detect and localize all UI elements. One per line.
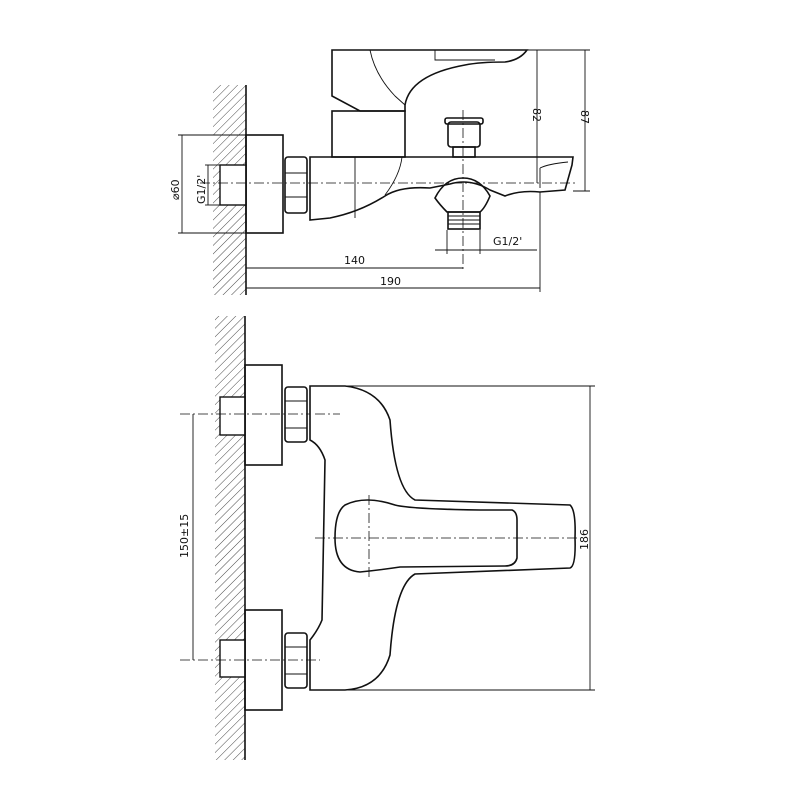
dim-82 bbox=[527, 49, 590, 183]
flange bbox=[245, 134, 284, 234]
faucet-body-top bbox=[309, 385, 576, 691]
top-view: 186 150±15 bbox=[178, 316, 595, 760]
hex-nut-upper bbox=[284, 386, 308, 443]
wall-recess-upper bbox=[219, 396, 246, 436]
mixer-cartridge bbox=[331, 49, 529, 158]
dim-186 bbox=[310, 385, 595, 691]
hose-outlet bbox=[434, 177, 491, 230]
inlet-spacing-label: 150±15 bbox=[178, 514, 191, 558]
diverter-knob bbox=[444, 117, 484, 158]
wall-hatch bbox=[215, 316, 245, 760]
wall-recess-lower bbox=[219, 639, 246, 678]
flange-upper bbox=[244, 364, 283, 466]
wall-to-outlet-label: 140 bbox=[344, 254, 365, 267]
dim-inlet-thread bbox=[205, 164, 220, 206]
total-height-label: 87 bbox=[578, 110, 591, 124]
dim-diameter bbox=[178, 134, 246, 234]
lever-handle bbox=[334, 499, 518, 573]
outlet-thread-label: G1/2' bbox=[493, 235, 522, 248]
width-label: 186 bbox=[578, 529, 591, 550]
hex-nut-lower bbox=[284, 632, 308, 689]
side-view: ⌀60 G1/2' G1/2' 140 190 82 87 bbox=[169, 49, 591, 295]
hex-nut bbox=[284, 156, 308, 214]
flange-diameter-label: ⌀60 bbox=[169, 179, 182, 200]
dim-outlet-thread bbox=[435, 230, 537, 254]
flange-lower bbox=[244, 609, 283, 711]
faucet-body bbox=[309, 156, 574, 221]
height-to-axis-label: 82 bbox=[530, 108, 543, 122]
projection-label: 190 bbox=[380, 275, 401, 288]
dim-87 bbox=[573, 50, 590, 192]
inlet-thread-label: G1/2' bbox=[195, 175, 208, 204]
wall-recess bbox=[219, 164, 247, 206]
dim-190 bbox=[246, 192, 541, 292]
